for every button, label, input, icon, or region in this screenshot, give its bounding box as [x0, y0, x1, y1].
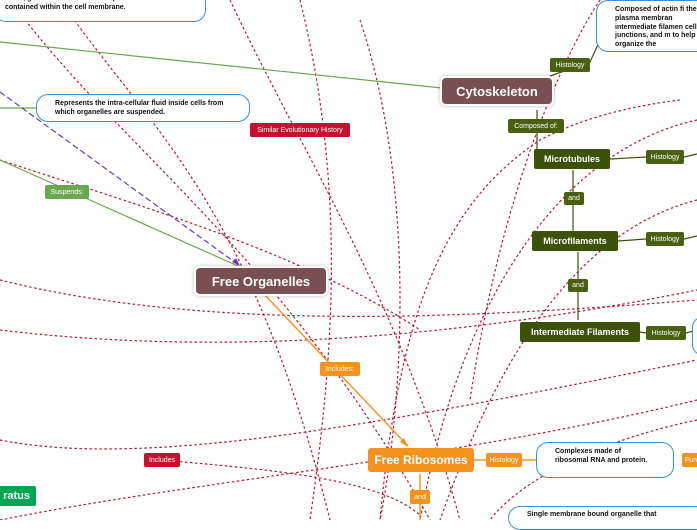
dotted-link: [159, 459, 421, 516]
suspends-label[interactable]: Suspends:: [45, 185, 89, 199]
and-label[interactable]: and: [568, 279, 588, 292]
dotted-link: [59, 0, 331, 520]
similar-evolutionary-history-label[interactable]: Similar Evolutionary History: [250, 123, 350, 137]
tree-link: [609, 156, 647, 160]
purple-link: [0, 91, 241, 267]
dotted-link: [0, 359, 697, 450]
free-ribosomes-node[interactable]: Free Ribosomes: [368, 448, 474, 472]
actin-note: Composed of actin fi the plasma membran …: [596, 0, 697, 52]
includes-label[interactable]: Includes: [144, 453, 180, 467]
green-link: [0, 159, 239, 267]
tree-link: [683, 153, 697, 158]
composed-of-label[interactable]: Composed of:: [508, 119, 564, 133]
dotted-link: [9, 0, 431, 520]
partial-note: [692, 317, 697, 355]
and-label[interactable]: and: [410, 490, 430, 504]
ribosomes-note: Complexes made of ribosomal RNA and prot…: [536, 442, 674, 478]
dotted-link: [419, 119, 697, 520]
includes-label[interactable]: Includes:: [320, 362, 360, 376]
dotted-link: [299, 0, 332, 520]
green-link: [0, 41, 443, 89]
and-label[interactable]: and: [564, 192, 584, 205]
dotted-link: [0, 399, 697, 520]
intermediate-filaments-node[interactable]: Intermediate Filaments: [520, 322, 640, 342]
single-membrane-note: Single membrane bound organelle that: [508, 506, 697, 530]
dotted-link: [0, 279, 697, 317]
histology-label[interactable]: Histology: [646, 326, 686, 340]
function-label-partial[interactable]: Fun: [682, 453, 697, 467]
tree-link: [683, 235, 697, 240]
intracellular-fluid-note: Represents the intra-cellular fluid insi…: [36, 94, 250, 122]
tree-link: [617, 238, 647, 242]
histology-label[interactable]: Histology: [550, 58, 590, 72]
dotted-link: [359, 19, 401, 520]
stratus-node-partial[interactable]: ratus: [0, 486, 36, 506]
microtubules-node[interactable]: Microtubules: [534, 149, 610, 169]
dotted-link: [0, 159, 421, 331]
histology-label[interactable]: Histology: [646, 150, 684, 164]
dotted-link: [379, 99, 681, 520]
dotted-link: [0, 289, 697, 343]
microfilaments-node[interactable]: Microfilaments: [532, 231, 618, 251]
cytosol-note: Thick, gel-like fluid that makes up all …: [0, 0, 206, 22]
histology-label[interactable]: Histology: [646, 232, 684, 246]
dotted-link: [229, 0, 461, 520]
cytoskeleton-node[interactable]: Cytoskeleton: [442, 78, 552, 104]
histology-label[interactable]: Histology: [486, 453, 522, 467]
tree-link: [639, 331, 647, 334]
free-organelles-node[interactable]: Free Organelles: [196, 268, 326, 294]
